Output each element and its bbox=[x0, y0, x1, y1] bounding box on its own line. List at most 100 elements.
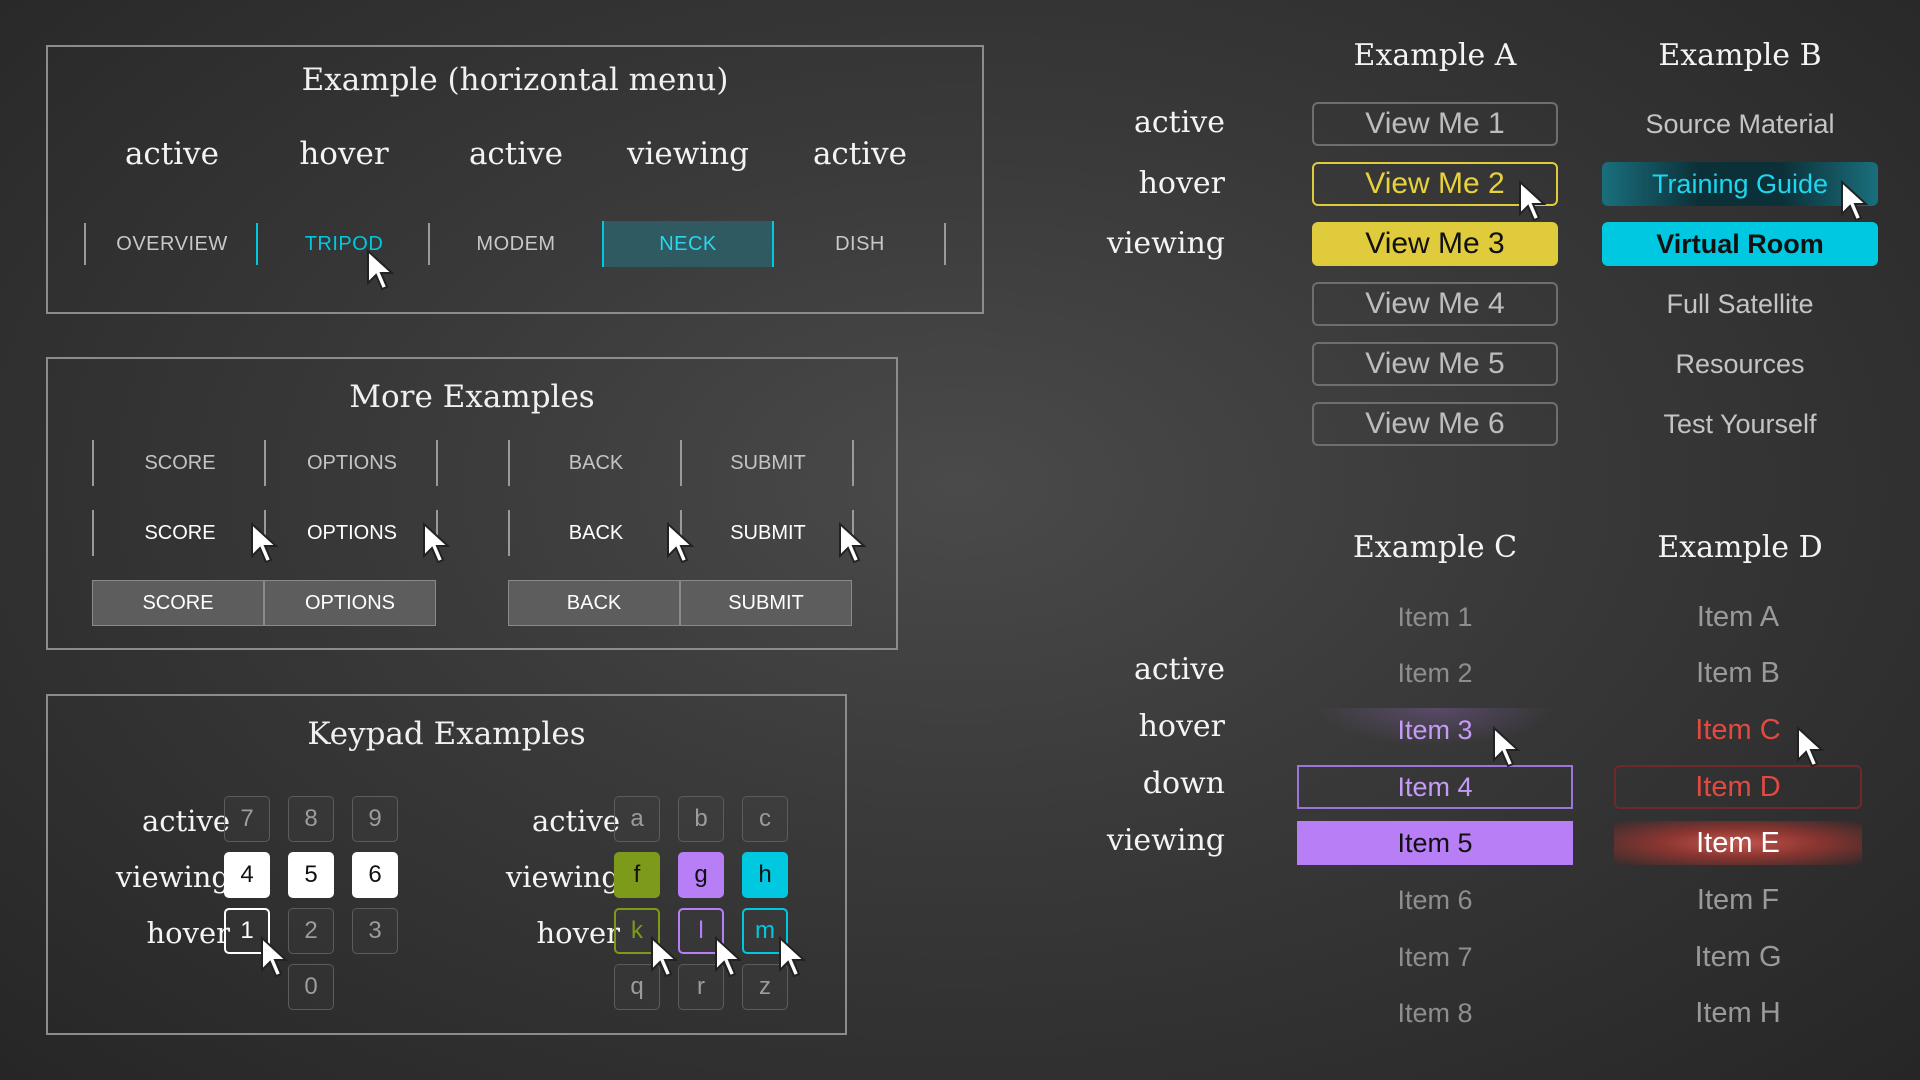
keypad-key[interactable]: 8 bbox=[288, 796, 334, 842]
keypad-key[interactable]: 5 bbox=[288, 852, 334, 898]
keypad-key[interactable]: b bbox=[678, 796, 724, 842]
score-button[interactable]: SCORE bbox=[92, 580, 264, 626]
state-label: hover bbox=[146, 916, 230, 950]
horizontal-menu-panel: Example (horizontal menu) active hover a… bbox=[46, 45, 984, 314]
mouse-cursor-icon bbox=[422, 521, 451, 566]
menu-item-modem[interactable]: MODEM bbox=[476, 232, 556, 255]
mouse-cursor-icon bbox=[650, 935, 679, 980]
list-item[interactable]: Item 2 bbox=[1397, 657, 1473, 688]
state-label: active bbox=[812, 136, 908, 172]
keypad-key[interactable]: 0 bbox=[288, 964, 334, 1010]
menu-item-tripod[interactable]: TRIPOD bbox=[304, 232, 384, 255]
view-me-1-button[interactable]: View Me 1 bbox=[1312, 102, 1558, 146]
state-label: viewing bbox=[626, 136, 750, 172]
divider bbox=[508, 510, 510, 556]
list-item[interactable]: Item A bbox=[1696, 600, 1780, 633]
keypad-key[interactable]: 9 bbox=[352, 796, 398, 842]
options-button[interactable]: OPTIONS bbox=[306, 521, 397, 544]
options-button[interactable]: OPTIONS bbox=[306, 451, 397, 474]
keypad-key[interactable]: 3 bbox=[352, 908, 398, 954]
divider bbox=[436, 510, 438, 556]
virtual-room-item[interactable]: Virtual Room bbox=[1602, 222, 1878, 266]
keypad-key[interactable]: a bbox=[614, 796, 660, 842]
state-label: viewing bbox=[505, 860, 620, 894]
list-item[interactable]: Item 1 bbox=[1397, 601, 1473, 632]
keypad-key[interactable]: m bbox=[742, 908, 788, 954]
list-item[interactable]: Item F bbox=[1696, 883, 1780, 916]
menu-item-neck[interactable]: NECK bbox=[602, 221, 774, 267]
list-item[interactable]: Item 4 bbox=[1297, 765, 1573, 809]
column-title: Example A bbox=[1353, 38, 1517, 73]
mouse-cursor-icon bbox=[778, 935, 807, 980]
divider bbox=[92, 440, 94, 486]
test-yourself-item[interactable]: Test Yourself bbox=[1663, 408, 1817, 439]
keypad-key[interactable]: c bbox=[742, 796, 788, 842]
keypad-key[interactable]: 1 bbox=[224, 908, 270, 954]
keypad-key[interactable]: q bbox=[614, 964, 660, 1010]
list-item[interactable]: Item D bbox=[1614, 765, 1862, 809]
state-label: down bbox=[1142, 766, 1225, 801]
list-item[interactable]: Item C bbox=[1695, 713, 1781, 746]
mouse-cursor-icon bbox=[714, 935, 743, 980]
panel-title: Keypad Examples bbox=[307, 716, 586, 752]
state-label: viewing bbox=[1106, 226, 1225, 261]
back-button[interactable]: BACK bbox=[508, 580, 680, 626]
state-label: viewing bbox=[1106, 823, 1225, 858]
keypad-key[interactable]: h bbox=[742, 852, 788, 898]
view-me-3-button[interactable]: View Me 3 bbox=[1312, 222, 1558, 266]
state-label: viewing bbox=[115, 860, 230, 894]
source-material-item[interactable]: Source Material bbox=[1645, 108, 1835, 139]
keypad-key[interactable]: z bbox=[742, 964, 788, 1010]
list-item[interactable]: Item G bbox=[1694, 940, 1782, 973]
state-label: hover bbox=[1138, 166, 1225, 201]
keypad-key[interactable]: l bbox=[678, 908, 724, 954]
submit-button[interactable]: SUBMIT bbox=[680, 580, 852, 626]
list-item[interactable]: Item 3 bbox=[1297, 708, 1573, 752]
keypad-key[interactable]: 4 bbox=[224, 852, 270, 898]
menu-item-dish[interactable]: DISH bbox=[835, 232, 885, 255]
keypad-key[interactable]: k bbox=[614, 908, 660, 954]
mouse-cursor-icon bbox=[1518, 179, 1547, 224]
menu-item-overview[interactable]: OVERVIEW bbox=[116, 232, 228, 255]
back-button[interactable]: BACK bbox=[568, 451, 624, 474]
training-guide-item[interactable]: Training Guide bbox=[1602, 162, 1878, 206]
options-button[interactable]: OPTIONS bbox=[264, 580, 436, 626]
list-item[interactable]: Item H bbox=[1695, 996, 1781, 1029]
keypad-key[interactable]: g bbox=[678, 852, 724, 898]
submit-button[interactable]: SUBMIT bbox=[730, 451, 806, 474]
list-item[interactable]: Item 7 bbox=[1397, 941, 1473, 972]
mouse-cursor-icon bbox=[1796, 725, 1825, 770]
mouse-cursor-icon bbox=[1492, 725, 1521, 770]
list-item[interactable]: Item E bbox=[1614, 821, 1862, 865]
view-me-5-button[interactable]: View Me 5 bbox=[1312, 342, 1558, 386]
divider bbox=[264, 440, 266, 486]
state-label: active bbox=[468, 136, 564, 172]
keypad-key[interactable]: r bbox=[678, 964, 724, 1010]
list-item[interactable]: Item B bbox=[1696, 656, 1780, 689]
resources-item[interactable]: Resources bbox=[1675, 348, 1805, 379]
view-me-4-button[interactable]: View Me 4 bbox=[1312, 282, 1558, 326]
mouse-cursor-icon bbox=[260, 935, 289, 980]
list-item[interactable]: Item 5 bbox=[1297, 821, 1573, 865]
keypad-key[interactable]: 7 bbox=[224, 796, 270, 842]
state-label: hover bbox=[1138, 709, 1225, 744]
list-item[interactable]: Item 6 bbox=[1397, 884, 1473, 915]
submit-button[interactable]: SUBMIT bbox=[730, 521, 806, 544]
score-button[interactable]: SCORE bbox=[144, 451, 216, 474]
back-button[interactable]: BACK bbox=[568, 521, 624, 544]
state-label: hover bbox=[536, 916, 620, 950]
mouse-cursor-icon bbox=[838, 521, 867, 566]
mouse-cursor-icon bbox=[666, 521, 695, 566]
keypad-key[interactable]: f bbox=[614, 852, 660, 898]
divider bbox=[944, 223, 946, 265]
keypad-key[interactable]: 2 bbox=[288, 908, 334, 954]
state-label: active bbox=[531, 804, 620, 838]
divider bbox=[428, 223, 430, 265]
full-satellite-item[interactable]: Full Satellite bbox=[1666, 288, 1814, 319]
score-button[interactable]: SCORE bbox=[144, 521, 216, 544]
list-item[interactable]: Item 8 bbox=[1397, 997, 1473, 1028]
view-me-6-button[interactable]: View Me 6 bbox=[1312, 402, 1558, 446]
more-examples-panel: More Examples SCORE OPTIONS BACK SUBMIT … bbox=[46, 357, 898, 650]
view-me-2-button[interactable]: View Me 2 bbox=[1312, 162, 1558, 206]
keypad-key[interactable]: 6 bbox=[352, 852, 398, 898]
